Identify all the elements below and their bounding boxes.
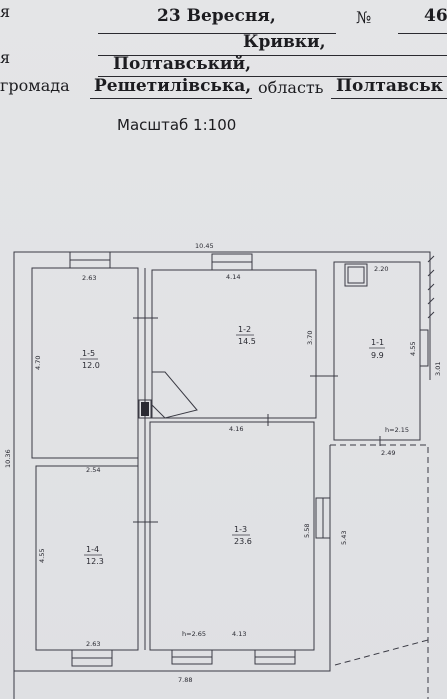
outer-wall-bottom [14,445,331,672]
room-1-3-dim-2: 4.13 [232,630,246,638]
district-underline [98,76,447,77]
room-1-2-area: 14.5 [238,337,256,346]
window-right-2 [419,329,429,367]
chimney-fill [141,402,149,416]
room-1-2-dim-1: 4.14 [226,273,240,281]
number-sign: № [356,8,372,27]
room-1-3-height: h=2.65 [182,630,206,638]
label-fragment-district: я [0,48,11,67]
stove [151,371,198,419]
room-1-3-dim-1: 5.58 [303,524,311,538]
annex-diagonal [334,639,429,666]
room-1-5-dim-1: 2.63 [82,274,96,282]
village-underline [98,55,447,56]
community-value: Решетилівська, [94,76,252,96]
room-1-1-area: 9.9 [371,351,384,360]
room-1-2-outline [151,269,317,419]
region-underline [331,98,447,99]
community-underline [90,98,252,99]
room-1-5-id: 1-5 [82,349,95,358]
chimney [138,399,152,419]
room-1-2-dim-2: 3.70 [306,331,314,345]
room-1-4-dim-2: 2.63 [86,640,100,648]
annex-dim: 5.43 [340,531,348,545]
house-number-underline [398,33,447,34]
room-1-3-area: 23.6 [234,537,252,546]
room-1-4-id: 1-4 [86,545,99,554]
room-1-2-id: 1-2 [238,325,251,334]
room-1-5-area: 12.0 [82,361,100,370]
room-1-2-dim-3: 4.16 [229,425,243,433]
house-number-value: 46, [424,6,447,26]
room-1-1-dim-4: 3.01 [434,362,442,376]
room-1-4-area: 12.3 [86,557,104,566]
room-1-1-id: 1-1 [371,338,384,347]
region-label: область [258,78,324,97]
label-fragment-top: я [0,2,11,21]
room-1-3-outline [149,421,315,651]
room-1-1-dim-2: 4.55 [409,342,417,356]
community-label: громада [0,76,70,95]
outer-wall [13,251,431,699]
dim-bottom: 7.88 [178,676,192,684]
boiler [344,263,368,287]
district-value: Полтавський, [113,54,252,74]
dim-left: 10.36 [4,449,12,468]
room-1-4-dim-1: 4.55 [38,549,46,563]
room-1-3-id: 1-3 [234,525,247,534]
scale-label: Масштаб 1:100 [117,116,237,134]
room-1-1-dim-1: 2.20 [374,265,388,273]
annex-boundary [330,444,429,699]
dim-top: 10.45 [195,242,214,250]
room-1-5-dim-2: 4.70 [34,356,42,370]
village-value: Кривки, [243,32,326,52]
street-value: 23 Вересня, [157,6,276,26]
room-1-1-dim-3: 2.49 [381,449,395,457]
room-1-5-dim-3: 2.54 [86,466,100,474]
region-value: Полтавськ [336,76,443,96]
room-1-1-height: h=2.15 [385,426,409,434]
street-underline [98,33,336,34]
